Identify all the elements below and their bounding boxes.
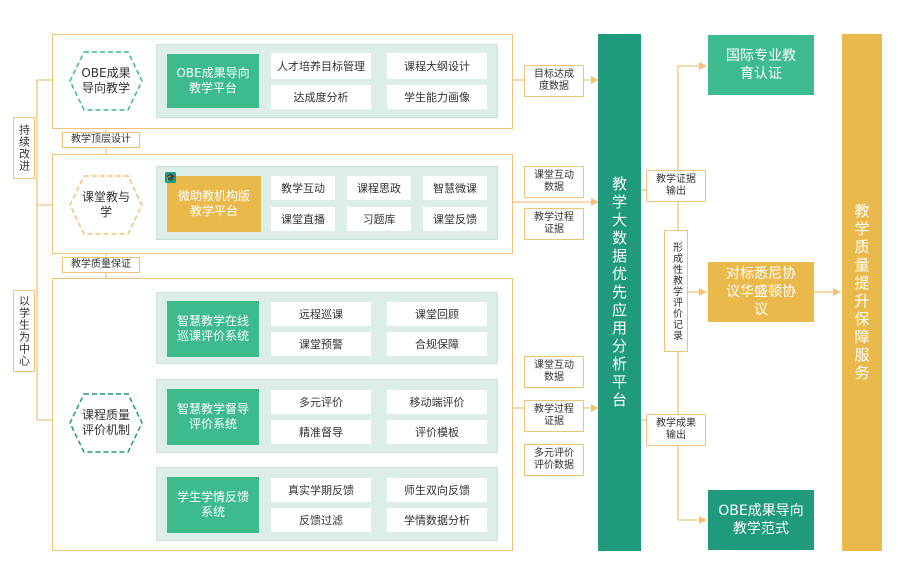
supervision-title: 智慧教学督导评价系统	[167, 389, 259, 445]
remote-patrol: 远程巡课	[271, 302, 371, 326]
smart-microcourse: 智慧微课	[423, 176, 487, 200]
quality-hexagon: 课程质量评价机制	[68, 392, 144, 454]
classroom-live: 课堂直播	[271, 207, 335, 231]
online-patrol-panel: 智慧教学在线巡课评价系统 远程巡课 课堂回顾 课堂预警 合规保障	[156, 292, 498, 364]
student-ability-portrait: 学生能力画像	[387, 85, 487, 109]
formative-evaluation-record-label: 形成性教学评价记录	[664, 230, 688, 352]
quality-hexagon-label: 课程质量评价机制	[81, 408, 130, 437]
big-data-platform-bar: 教学大数据优先应用分析平台	[598, 34, 641, 551]
obe-paradigm-box: OBE成果导向教学范式	[708, 490, 814, 550]
student-feedback-title: 学生学情反馈系统	[167, 477, 259, 533]
hexagon-shape	[69, 175, 143, 235]
top-design-label: 教学顶层设计	[62, 132, 140, 148]
talent-goal-management: 人才培养目标管理	[271, 53, 371, 79]
sydney-washington-accord-box: 对标悉尼协议华盛顿协议	[708, 262, 814, 322]
mobile-evaluation: 移动端评价	[387, 390, 487, 414]
teaching-result-output-label: 教学成果输出	[646, 414, 706, 446]
syllabus-design: 课程大纲设计	[387, 53, 487, 79]
teaching-evidence-output-label: 教学证据输出	[646, 170, 706, 202]
supervision-panel: 智慧教学督导评价系统 多元评价 移动端评价 精准督导 评价模板	[156, 379, 498, 453]
hexagon-shape	[69, 51, 143, 111]
class-interaction-data-label-1: 课堂互动数据	[524, 166, 584, 198]
feedback-filter: 反馈过滤	[271, 508, 371, 532]
goal-attainment-data-label: 目标达成度数据	[524, 65, 584, 97]
course-ideology: 课程思政	[347, 176, 411, 200]
student-centered-label: 以学生为中心	[13, 290, 35, 372]
class-interaction-data-label-2: 课堂互动数据	[524, 356, 584, 388]
obe-hexagon-label: OBE成果导向教学	[81, 66, 131, 95]
international-accreditation-box: 国际专业教育认证	[708, 35, 814, 95]
two-way-feedback: 师生双向反馈	[387, 478, 487, 502]
learning-data-analysis: 学情数据分析	[387, 508, 487, 532]
teaching-platform-title: 微助教机构版教学平台	[167, 176, 261, 232]
real-semester-feedback: 真实学期反馈	[271, 478, 371, 502]
teaching-interaction: 教学互动	[271, 176, 335, 200]
class-review: 课堂回顾	[387, 302, 487, 326]
classroom-hexagon: 课堂教与学	[68, 174, 144, 236]
question-bank: 习题库	[347, 207, 411, 231]
teaching-process-evidence-label-1: 教学过程证据	[524, 208, 584, 240]
obe-platform-title: OBE成果导向教学平台	[167, 54, 259, 108]
evaluation-template: 评价模板	[387, 420, 487, 444]
quality-service-bar: 教学质量提升保障服务	[842, 34, 882, 551]
multi-eval-data-label: 多元评价评价数据	[524, 444, 584, 476]
precise-supervision: 精准督导	[271, 420, 371, 444]
quality-assurance-label: 教学质量保证	[62, 257, 140, 273]
compliance-assurance: 合规保障	[387, 332, 487, 356]
attainment-analysis: 达成度分析	[271, 85, 371, 109]
teaching-process-evidence-label-2: 教学过程证据	[524, 400, 584, 432]
online-patrol-title: 智慧教学在线巡课评价系统	[167, 301, 259, 357]
multi-evaluation: 多元评价	[271, 390, 371, 414]
continuous-improvement-label: 持续改进	[13, 117, 35, 179]
class-warning: 课堂预警	[271, 332, 371, 356]
teaching-platform-panel: 微助教机构版教学平台 🎓 教学互动 课程思政 智慧微课 课堂直播 习题库 课堂反…	[156, 166, 498, 240]
obe-hexagon: OBE成果导向教学	[68, 50, 144, 112]
hexagon-shape	[69, 393, 143, 453]
classroom-hexagon-label: 课堂教与学	[82, 190, 131, 219]
classroom-feedback: 课堂反馈	[423, 207, 487, 231]
graduation-cap-icon: 🎓	[165, 172, 176, 183]
obe-platform-panel: OBE成果导向教学平台 人才培养目标管理 课程大纲设计 达成度分析 学生能力画像	[156, 44, 498, 118]
student-feedback-panel: 学生学情反馈系统 真实学期反馈 师生双向反馈 反馈过滤 学情数据分析	[156, 467, 498, 541]
